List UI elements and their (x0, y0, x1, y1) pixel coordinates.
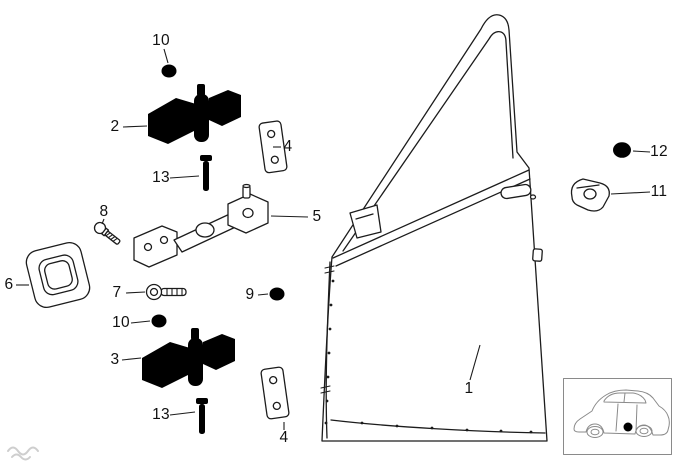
lower-grommet (151, 314, 167, 328)
seal-funnel (25, 241, 91, 309)
callout-3: 3 (110, 351, 120, 368)
bracket-11 (570, 178, 610, 212)
lower-hinge-backing-plate (260, 366, 290, 420)
callout-11: 11 (650, 183, 668, 200)
callout-9: 9 (245, 286, 255, 303)
upper-hinge-backing-plate (258, 120, 288, 174)
upper-hinge-pin (200, 155, 212, 191)
callout-4-upper: 4 (283, 138, 293, 155)
car-location-inset (563, 378, 672, 455)
callout-10-lower: 10 (112, 314, 130, 331)
callout-2: 2 (110, 118, 120, 135)
callout-13-lower: 13 (152, 406, 170, 423)
callout-8: 8 (99, 203, 109, 220)
callout-12: 12 (650, 143, 668, 160)
screw-8 (93, 221, 121, 245)
car-silhouette (573, 389, 670, 436)
grommet-9 (269, 287, 285, 301)
callout-5: 5 (312, 208, 322, 225)
part-location-marker (623, 422, 633, 432)
callout-10-upper: 10 (152, 32, 170, 49)
upper-grommet (161, 64, 177, 78)
cap-12 (613, 142, 631, 159)
callout-7: 7 (112, 284, 122, 301)
inset-border (563, 378, 672, 455)
callout-13-upper: 13 (152, 169, 170, 186)
door-brake-check-strap (133, 183, 269, 268)
upper-door-hinge (148, 84, 241, 144)
door-handle-outline (500, 183, 537, 200)
callout-6: 6 (4, 276, 14, 293)
hex-bolt-7 (145, 283, 187, 301)
callout-4-lower: 4 (279, 429, 289, 446)
lower-door-hinge (142, 328, 235, 388)
front-door (320, 14, 548, 442)
callout-1: 1 (464, 380, 474, 397)
leader-lines (16, 48, 651, 430)
corner-watermark (7, 446, 39, 461)
lower-hinge-pin (196, 398, 208, 434)
